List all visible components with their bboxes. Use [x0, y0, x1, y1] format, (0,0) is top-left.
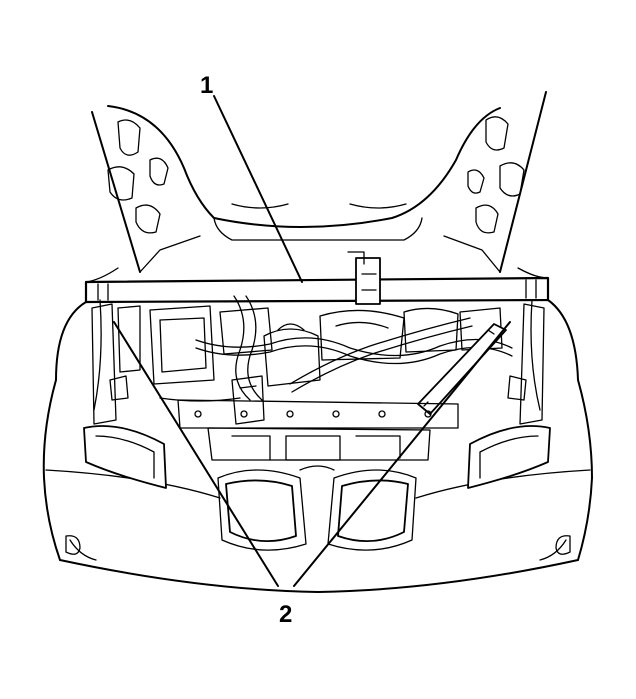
engine-components — [91, 295, 545, 461]
leader-line-1 — [213, 95, 303, 283]
callout-2: 2 — [279, 601, 293, 628]
callout-1: 1 — [200, 72, 214, 99]
fog-lamps — [65, 535, 571, 555]
grille — [217, 465, 417, 551]
leader-line-2-right — [293, 321, 511, 587]
headlamps — [83, 425, 551, 489]
strut-bar — [84, 251, 550, 305]
raised-hood — [91, 91, 547, 273]
leader-line-2-left — [113, 321, 279, 587]
